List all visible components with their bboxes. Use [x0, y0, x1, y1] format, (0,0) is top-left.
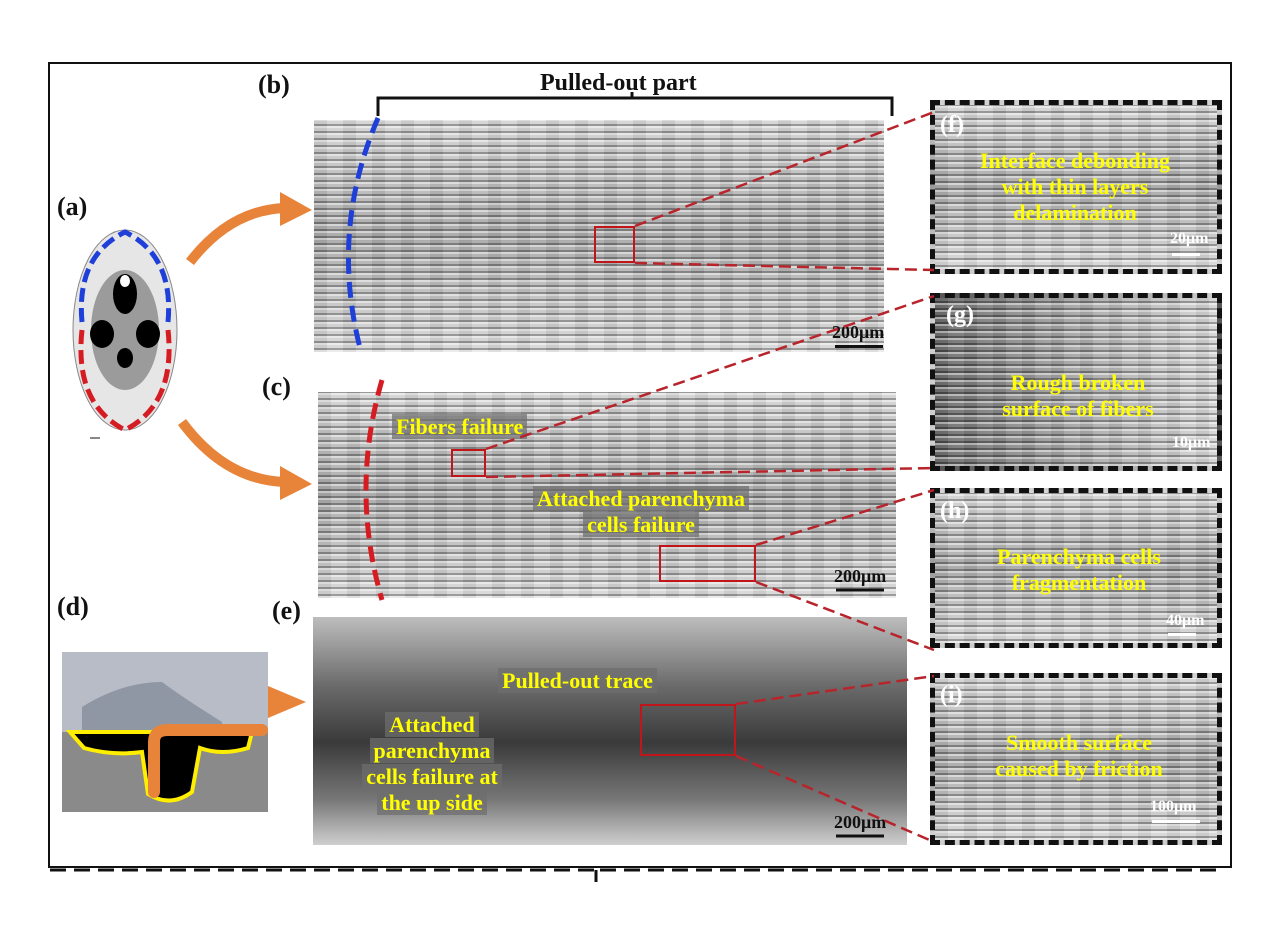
panel-label-d: (d)	[57, 592, 89, 621]
panel-label-e: (e)	[272, 596, 301, 625]
panel-label-f: (f)	[940, 112, 964, 138]
zoom-box-b	[594, 226, 635, 263]
panel-label-g: (g)	[946, 302, 974, 328]
zoom-box-c-fibers	[451, 449, 486, 477]
scale-label-i: 100μm	[1150, 798, 1197, 815]
inset-f	[930, 100, 1222, 274]
inset-h	[930, 488, 1222, 648]
scale-bar-i	[1152, 820, 1200, 823]
panel-label-i: (i)	[940, 682, 963, 708]
figure-frame	[48, 62, 1232, 868]
interface-schematic	[62, 652, 268, 812]
scale-label-g: 10μm	[1172, 434, 1211, 451]
scale-bar-f	[1172, 253, 1200, 256]
label-fibers-failure: Fibers failure	[392, 414, 528, 440]
scale-label-e: 200μm	[834, 812, 887, 832]
label-interface-debonding: Interface debonding with thin layers del…	[979, 148, 1171, 225]
scale-label-h: 40μm	[1166, 612, 1205, 629]
panel-label-c: (c)	[262, 372, 291, 401]
scale-bar-b	[835, 345, 883, 348]
panel-label-b: (b)	[258, 70, 290, 99]
zoom-box-e	[640, 704, 736, 756]
inset-g	[930, 293, 1222, 471]
panel-label-h: (h)	[940, 498, 970, 524]
scale-label-c: 200μm	[834, 566, 887, 586]
scale-bar-h	[1168, 633, 1196, 636]
scale-label-f: 20μm	[1170, 230, 1209, 247]
zoom-box-c-parenchyma	[659, 545, 756, 582]
label-smooth-surface: Smooth surface caused by friction	[995, 730, 1163, 781]
label-pulled-out-trace: Pulled-out trace	[498, 668, 657, 694]
inset-i	[930, 673, 1222, 845]
label-attached-parenchyma: Attached parenchyma cells failure	[516, 486, 766, 538]
label-parenchyma-fragmentation: Parenchyma cells fragmentation	[997, 544, 1161, 595]
sem-image-b	[314, 120, 884, 352]
label-rough-broken: Rough broken surface of fibers	[1002, 370, 1154, 421]
bracket-title: Pulled-out part	[540, 70, 697, 96]
label-attached-up-side: Attached parenchyma cells failure at the…	[353, 712, 511, 816]
panel-label-a: (a)	[57, 192, 88, 221]
cross-section-image	[70, 226, 180, 434]
